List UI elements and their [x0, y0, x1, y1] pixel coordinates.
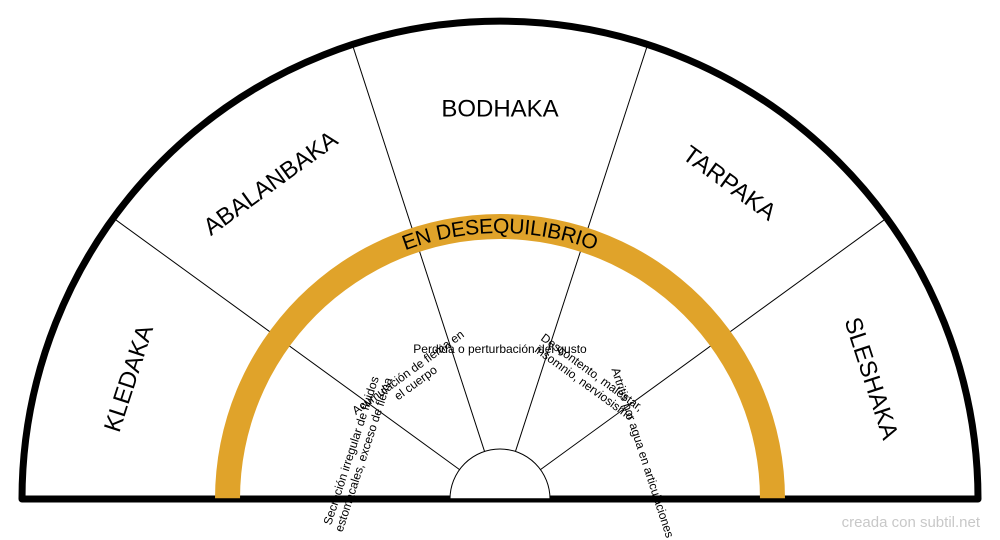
segment-description-line: Perdida o perturbación del gusto	[413, 342, 587, 356]
segment-name-bodhaka: BODHAKA	[441, 96, 558, 123]
outer-semicircle	[18, 17, 982, 503]
center-hub	[449, 448, 551, 500]
segment-description-bodhaka: Perdida o perturbación del gusto	[413, 342, 587, 356]
footer-credit: creada con subtil.net	[842, 514, 981, 531]
